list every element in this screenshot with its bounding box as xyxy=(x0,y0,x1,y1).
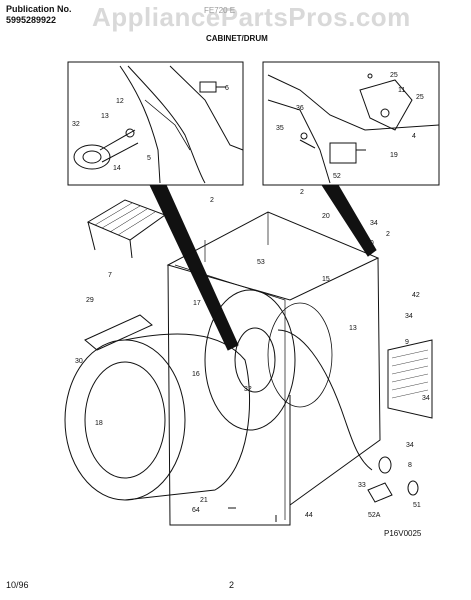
callout-25: 25 xyxy=(390,72,398,79)
publication-label: Publication No. xyxy=(6,4,72,14)
callout-21: 21 xyxy=(200,497,208,504)
callout-14: 14 xyxy=(113,165,121,172)
callout-34-b: 34 xyxy=(405,313,413,320)
callout-33: 33 xyxy=(358,482,366,489)
detail-inset-left xyxy=(67,61,244,186)
callout-34: 34 xyxy=(370,220,378,227)
model-code: FE720 E xyxy=(204,6,236,15)
footer-page-number: 2 xyxy=(229,580,235,590)
callout-4: 4 xyxy=(412,133,416,140)
callout-16: 16 xyxy=(192,371,200,378)
callout-8: 8 xyxy=(408,462,412,469)
section-title: CABINET/DRUM xyxy=(206,34,268,43)
detail-inset-right xyxy=(262,61,440,186)
callout-42: 42 xyxy=(412,292,420,299)
callout-12: 12 xyxy=(116,98,124,105)
callout-53: 53 xyxy=(257,259,265,266)
callout-7: 7 xyxy=(108,272,112,279)
watermark: AppliancePartsPros.com xyxy=(92,2,411,32)
footer-date: 10/96 xyxy=(6,580,29,590)
callout-35: 35 xyxy=(276,125,284,132)
callout-51: 51 xyxy=(413,502,421,509)
callout-6: 6 xyxy=(225,85,229,92)
callout-34-d: 34 xyxy=(406,442,414,449)
publication-number: 5995289922 xyxy=(6,15,57,25)
callout-2-b: 2 xyxy=(210,197,214,204)
callout-19: 19 xyxy=(390,152,398,159)
callout-32: 32 xyxy=(72,121,80,128)
callout-34-c: 34 xyxy=(422,395,430,402)
callout-29: 29 xyxy=(86,297,94,304)
callout-17: 17 xyxy=(193,300,201,307)
callout-18: 18 xyxy=(95,420,103,427)
callout-44: 44 xyxy=(305,512,313,519)
callout-25-b: 25 xyxy=(416,94,424,101)
figure-code: P16V0025 xyxy=(384,529,422,538)
callout-9: 9 xyxy=(405,339,409,346)
callout-64: 64 xyxy=(192,507,200,514)
publication-info: Publication No. 5995289922 xyxy=(6,4,72,26)
callout-36: 36 xyxy=(296,105,304,112)
callout-2: 2 xyxy=(300,189,304,196)
callout-52a: 52A xyxy=(368,512,381,519)
callout-5: 5 xyxy=(147,155,151,162)
callout-20: 20 xyxy=(322,213,330,220)
callout-13-b: 13 xyxy=(349,325,357,332)
callout-15: 15 xyxy=(322,276,330,283)
callout-2-c: 2 xyxy=(386,231,390,238)
callout-13: 13 xyxy=(101,113,109,120)
callout-30: 30 xyxy=(75,358,83,365)
callout-32-b: 32 xyxy=(244,386,252,393)
callout-11: 11 xyxy=(398,87,405,94)
callout-20-b: 20 xyxy=(366,240,374,247)
callout-52: 52 xyxy=(333,173,341,180)
